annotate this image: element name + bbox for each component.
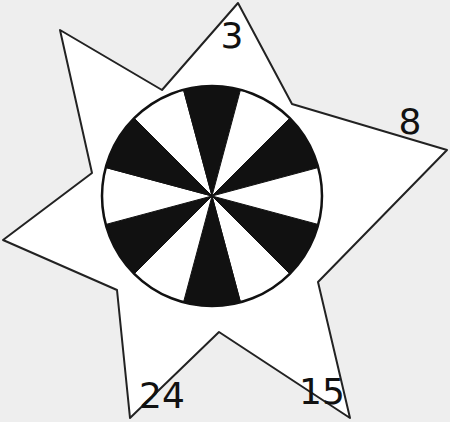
circle-outline [102, 86, 322, 306]
point-number: 15 [299, 374, 345, 410]
point-number: 3 [221, 18, 244, 54]
star-outline [3, 3, 447, 418]
point-number: 24 [139, 378, 185, 414]
point-number: 8 [399, 104, 422, 140]
circle-sector [212, 168, 322, 225]
circle-sectors [102, 86, 322, 306]
